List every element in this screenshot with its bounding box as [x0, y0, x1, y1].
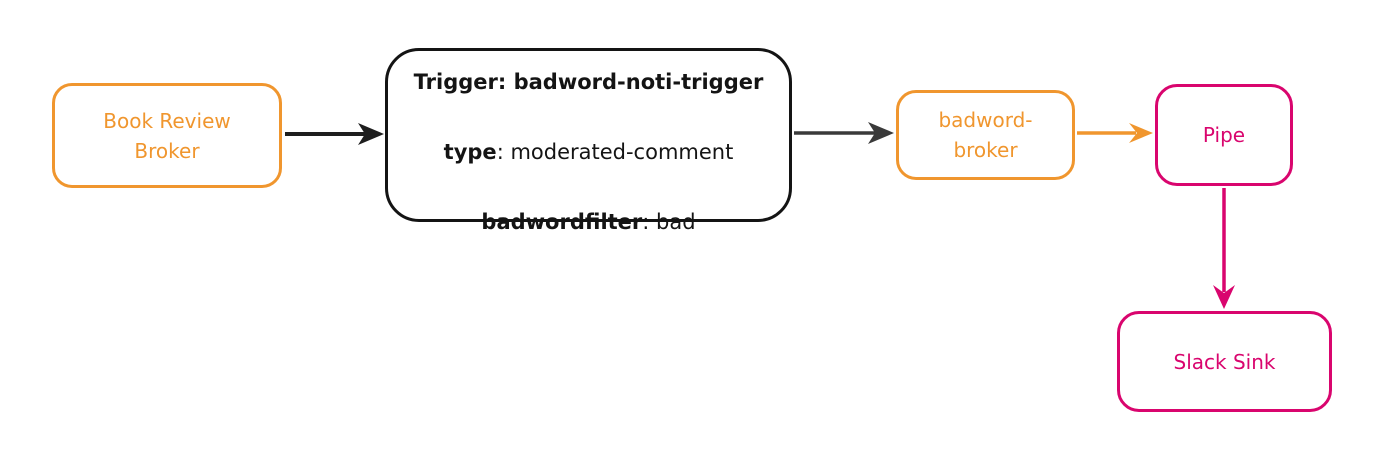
trigger-type-line: type: moderated-comment — [444, 100, 734, 170]
node-pipe: Pipe — [1155, 84, 1293, 186]
trigger-filter-key: badwordfilter — [481, 210, 643, 234]
trigger-filter-line: badwordfilter: bad — [481, 170, 695, 240]
node-pipe-label: Pipe — [1202, 123, 1246, 147]
trigger-name-line: Trigger: badword-noti-trigger — [414, 30, 764, 100]
trigger-name-text: Trigger: badword-noti-trigger — [413, 70, 764, 94]
edge-book-to-trigger-arrowhead — [358, 123, 384, 145]
node-badword-broker-label: badword- broker — [938, 108, 1033, 162]
node-slack-sink-label: Slack Sink — [1173, 349, 1276, 374]
edge-trigger-to-badword-arrowhead — [868, 122, 894, 144]
trigger-type-value: : moderated-comment — [496, 140, 734, 164]
trigger-filter-value: : bad — [642, 210, 696, 234]
node-trigger-details: Trigger: badword-noti-trigger type: mode… — [385, 48, 792, 234]
node-book-review-broker-label: Book Review Broker — [103, 108, 231, 163]
edge-pipe-to-slack-arrowhead — [1213, 285, 1235, 309]
node-book-review-broker: Book Review Broker — [52, 83, 282, 188]
node-slack-sink: Slack Sink — [1117, 311, 1332, 412]
trigger-type-key: type — [443, 140, 497, 164]
edge-badword-to-pipe-arrowhead — [1129, 123, 1153, 143]
node-badword-broker: badword- broker — [896, 90, 1075, 180]
